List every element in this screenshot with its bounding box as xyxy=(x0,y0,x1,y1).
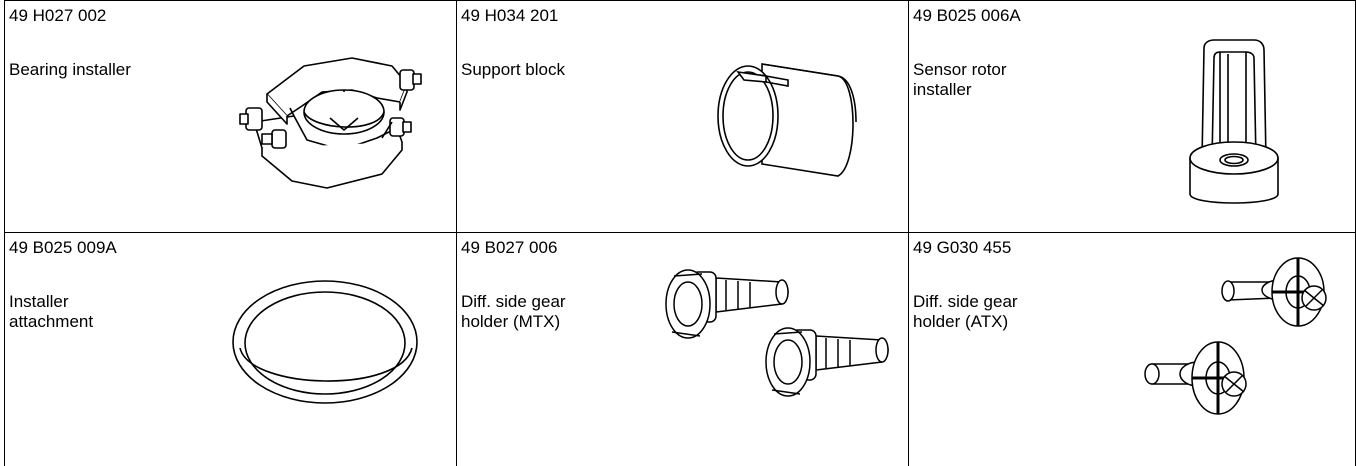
tool-description: Diff. side gear holder (ATX) xyxy=(913,292,1018,331)
tool-description: Diff. side gear holder (MTX) xyxy=(461,292,566,331)
tool-code: 49 B025 009A xyxy=(9,238,117,257)
support-block-illustration xyxy=(710,58,860,186)
bearing-installer-illustration xyxy=(232,30,422,190)
sensor-rotor-installer-illustration xyxy=(1184,40,1284,220)
tool-description: Support block xyxy=(461,60,565,79)
tool-cell: 49 H027 002 Bearing installer xyxy=(4,0,456,232)
tool-code: 49 H034 201 xyxy=(461,6,559,25)
tool-table: 49 H027 002 Bearing installer xyxy=(4,0,1356,466)
tool-code: 49 B025 006A xyxy=(913,6,1021,25)
tool-code: 49 H027 002 xyxy=(9,6,107,25)
tool-description: Sensor rotor installer xyxy=(913,60,1007,99)
diff-side-gear-holder-mtx-illustration xyxy=(666,256,906,426)
table-top-border xyxy=(4,0,1356,1)
tool-cell: 49 B027 006 Diff. side gear holder (MTX) xyxy=(456,232,908,466)
tool-cell: 49 B025 006A Sensor rotor installer xyxy=(908,0,1356,232)
table-column-divider xyxy=(456,0,457,466)
tool-description: Installer attachment xyxy=(9,292,94,331)
tool-description: Bearing installer xyxy=(9,60,131,79)
tool-code: 49 G030 455 xyxy=(913,238,1012,257)
table-left-border xyxy=(4,0,5,466)
tool-cell: 49 G030 455 Diff. side gear holder (ATX) xyxy=(908,232,1356,466)
tool-code: 49 B027 006 xyxy=(461,238,558,257)
tool-cell: 49 H034 201 Support block xyxy=(456,0,908,232)
table-column-divider xyxy=(908,0,909,466)
tool-cell: 49 B025 009A Installer attachment xyxy=(4,232,456,466)
diff-side-gear-holder-atx-illustration xyxy=(1138,252,1338,432)
installer-attachment-illustration xyxy=(230,278,420,408)
table-row-divider xyxy=(4,232,1356,233)
